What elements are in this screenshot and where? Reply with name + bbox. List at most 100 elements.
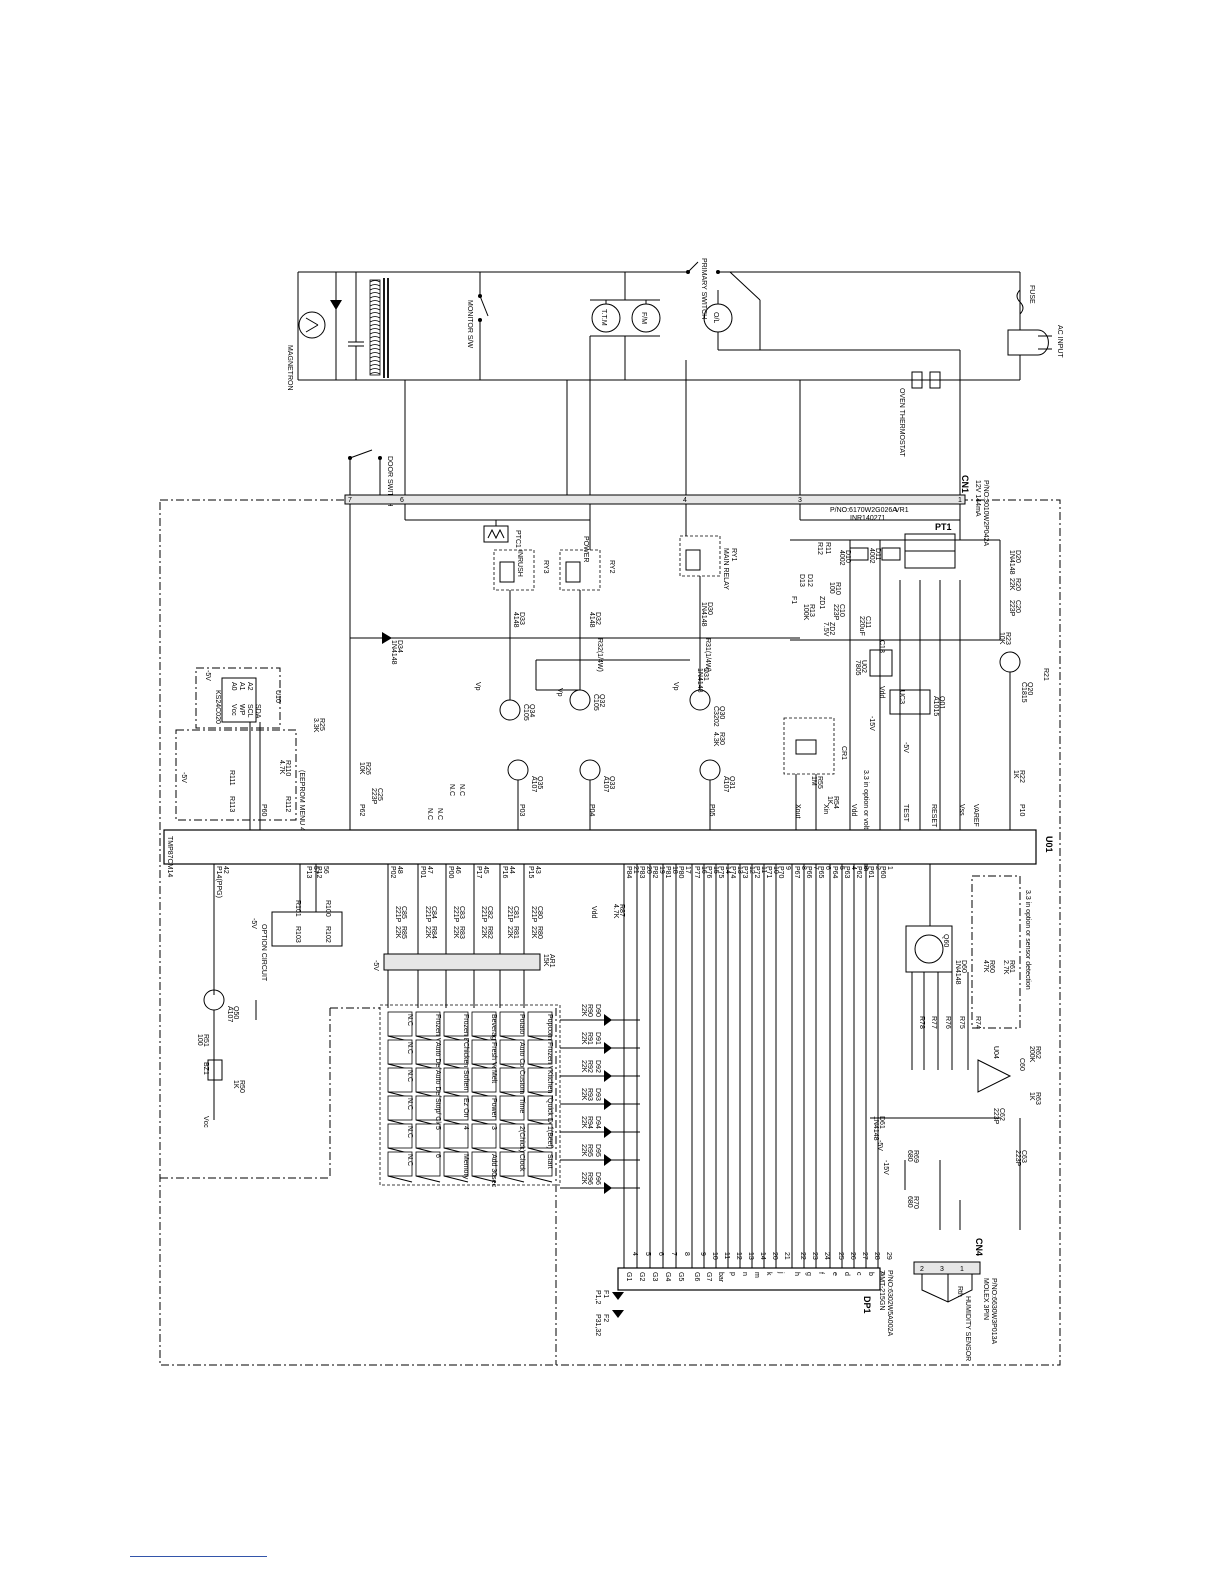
cap-value-1: 221P — [506, 906, 513, 923]
r11-label: R11 — [824, 542, 831, 554]
key-label-2-5: Add 30sec — [490, 1154, 497, 1188]
r25-value: 3.3K — [312, 718, 319, 733]
mcu-pin-18: P73 — [741, 866, 748, 879]
eeprom-section: U10 KS24C020 -5V A0 A1 A2 Vcc WP SCL SDA… — [175, 667, 305, 839]
d12-label: D12 — [806, 574, 813, 587]
keypad-diode-label-6: D96 — [594, 1172, 601, 1185]
buzzer-section: Q50 A107 R51 100 BZ1 R50 1K Vcc — [196, 864, 257, 1128]
dp1-display — [617, 1267, 881, 1291]
f1-label: F1 — [790, 596, 797, 604]
key-cell-4-0 — [415, 1011, 441, 1037]
option-circuit: OPTION CIRCUIT -5V R101 R100 R103 R102 — [250, 864, 343, 982]
q30-label: Q30 — [718, 706, 725, 719]
q50-part: A107 — [226, 1006, 233, 1022]
dp1-pinnum-20: 29 — [885, 1252, 892, 1260]
keypad-res-label-2: R92 — [586, 1060, 593, 1073]
u02-label: U02 — [860, 660, 867, 673]
mcu-pin-num-21: 9 — [784, 866, 791, 870]
d32-label: D32 — [594, 612, 601, 625]
key-switch-5-5 — [387, 1175, 413, 1183]
q35-part: A107 — [530, 776, 537, 792]
vr1-label: VR1 — [895, 507, 909, 514]
mcu-pin-16: P75 — [717, 866, 724, 879]
d10-diode: D10 4002 — [838, 547, 869, 566]
r50-value: 1K — [232, 1080, 239, 1089]
ry3-label: RY3 — [542, 560, 549, 574]
d20-label: D20 — [1014, 550, 1021, 563]
key-cell-0-5 — [527, 1151, 553, 1177]
fuse-label: FUSE — [1028, 285, 1035, 304]
key-label-4-0: Frozen Veget — [434, 1014, 441, 1056]
motor-fm-label: F/M — [640, 312, 647, 324]
q01-label: Q01 — [938, 696, 945, 709]
minus5v-label: -5V — [902, 742, 909, 753]
mcu-pin-7: P16 — [501, 866, 508, 879]
nc-1: N.C — [426, 808, 433, 820]
motor-ttm: T.T.M — [591, 303, 621, 333]
ar1-resistor-array — [383, 953, 541, 971]
keypad-diode-label-2: D92 — [594, 1060, 601, 1073]
keypad-diode-4 — [604, 1126, 612, 1138]
r22-label: R22 — [1018, 770, 1025, 783]
mcu-bottom-pin-2: P03 — [518, 804, 525, 817]
q35-label: Q35 — [536, 776, 543, 789]
keypad-res-value-5: 22K — [580, 1144, 587, 1157]
key-cell-0-2 — [527, 1067, 553, 1093]
q20-label: Q20 — [1026, 682, 1033, 695]
d11-value: 4002 — [868, 548, 875, 564]
mcu-pin-num-0: 42 — [222, 866, 229, 874]
cn1-pin-6: 6 — [400, 497, 404, 504]
c63-value: 223P — [1014, 1150, 1021, 1167]
mcu-pin-num-4: 47 — [426, 866, 433, 874]
keypad-diode-0 — [604, 1014, 612, 1026]
key-cell-2-0 — [471, 1011, 497, 1037]
power-section: MAGNETRON MONITOR S/W — [286, 258, 1063, 507]
key-switch-4-5 — [415, 1175, 441, 1183]
r61-label: R61 — [1008, 960, 1015, 973]
dp1-seg-0: a — [879, 1272, 886, 1276]
mcu-pin-15: P76 — [705, 866, 712, 879]
minus15v-label: -15V — [868, 716, 875, 731]
bz1-buzzer — [207, 1059, 223, 1081]
q30-vp: Vp — [672, 682, 679, 691]
q32-vp: Vp — [556, 688, 563, 697]
key-label-0-1: Frozen Veget — [546, 1042, 553, 1084]
q31-part: A107 — [722, 776, 729, 792]
key-label-3-0: Frozen Entree — [462, 1014, 469, 1058]
keypad-diode-label-0: D90 — [594, 1004, 601, 1017]
mcu-pin-2: P12 — [315, 866, 322, 879]
mcu-pin-3: P02 — [389, 866, 396, 879]
key-cell-2-2 — [471, 1067, 497, 1093]
keypad-res-label-3: R93 — [586, 1088, 593, 1101]
humid-res-label-0: R78 — [918, 1016, 925, 1029]
c25-label: C25 — [376, 788, 383, 801]
key-label-1-3: Time — [518, 1098, 525, 1113]
motor-ol-label: O/L — [712, 312, 719, 323]
mcu-bottom-pin-9: RESET — [930, 804, 937, 828]
u02-part: 7805 — [854, 660, 861, 676]
q33-transistor: Q33 A107 — [579, 759, 615, 792]
mcu-bottom-pin-10: VAREF — [972, 804, 979, 827]
mcu-pin-22: P67 — [793, 866, 800, 879]
buzzer-vcc: Vcc — [202, 1116, 209, 1128]
r111-label: R111 — [228, 770, 235, 786]
key-cell-4-5 — [415, 1151, 441, 1177]
footer-rule — [130, 1556, 267, 1557]
nc-3: N.C — [448, 784, 455, 796]
r55-label: R55 — [816, 776, 823, 789]
key-label-0-4: 1(Beef) — [546, 1126, 553, 1149]
dp1-seg-8: j — [777, 1271, 784, 1274]
dp1-pinnum-2: 6 — [657, 1252, 664, 1256]
key-cell-3-0 — [443, 1011, 469, 1037]
u10-pin-sda: SDA — [254, 704, 261, 719]
key-label-3-3: Ez On — [462, 1098, 469, 1118]
mcu-pin-num-11: 19 — [658, 866, 665, 874]
key-label-0-2: Kitchen Timer — [546, 1070, 553, 1113]
r8x-value-2: 22K — [480, 926, 487, 939]
key-cell-0-3 — [527, 1095, 553, 1121]
dp1-seg-6: g — [805, 1272, 812, 1276]
keypad-diode-5 — [604, 1154, 612, 1166]
r55-value: 1M — [810, 776, 817, 786]
key-label-1-4: 2(Chick) — [518, 1126, 525, 1152]
dp1-grid-2: G3 — [651, 1272, 658, 1281]
